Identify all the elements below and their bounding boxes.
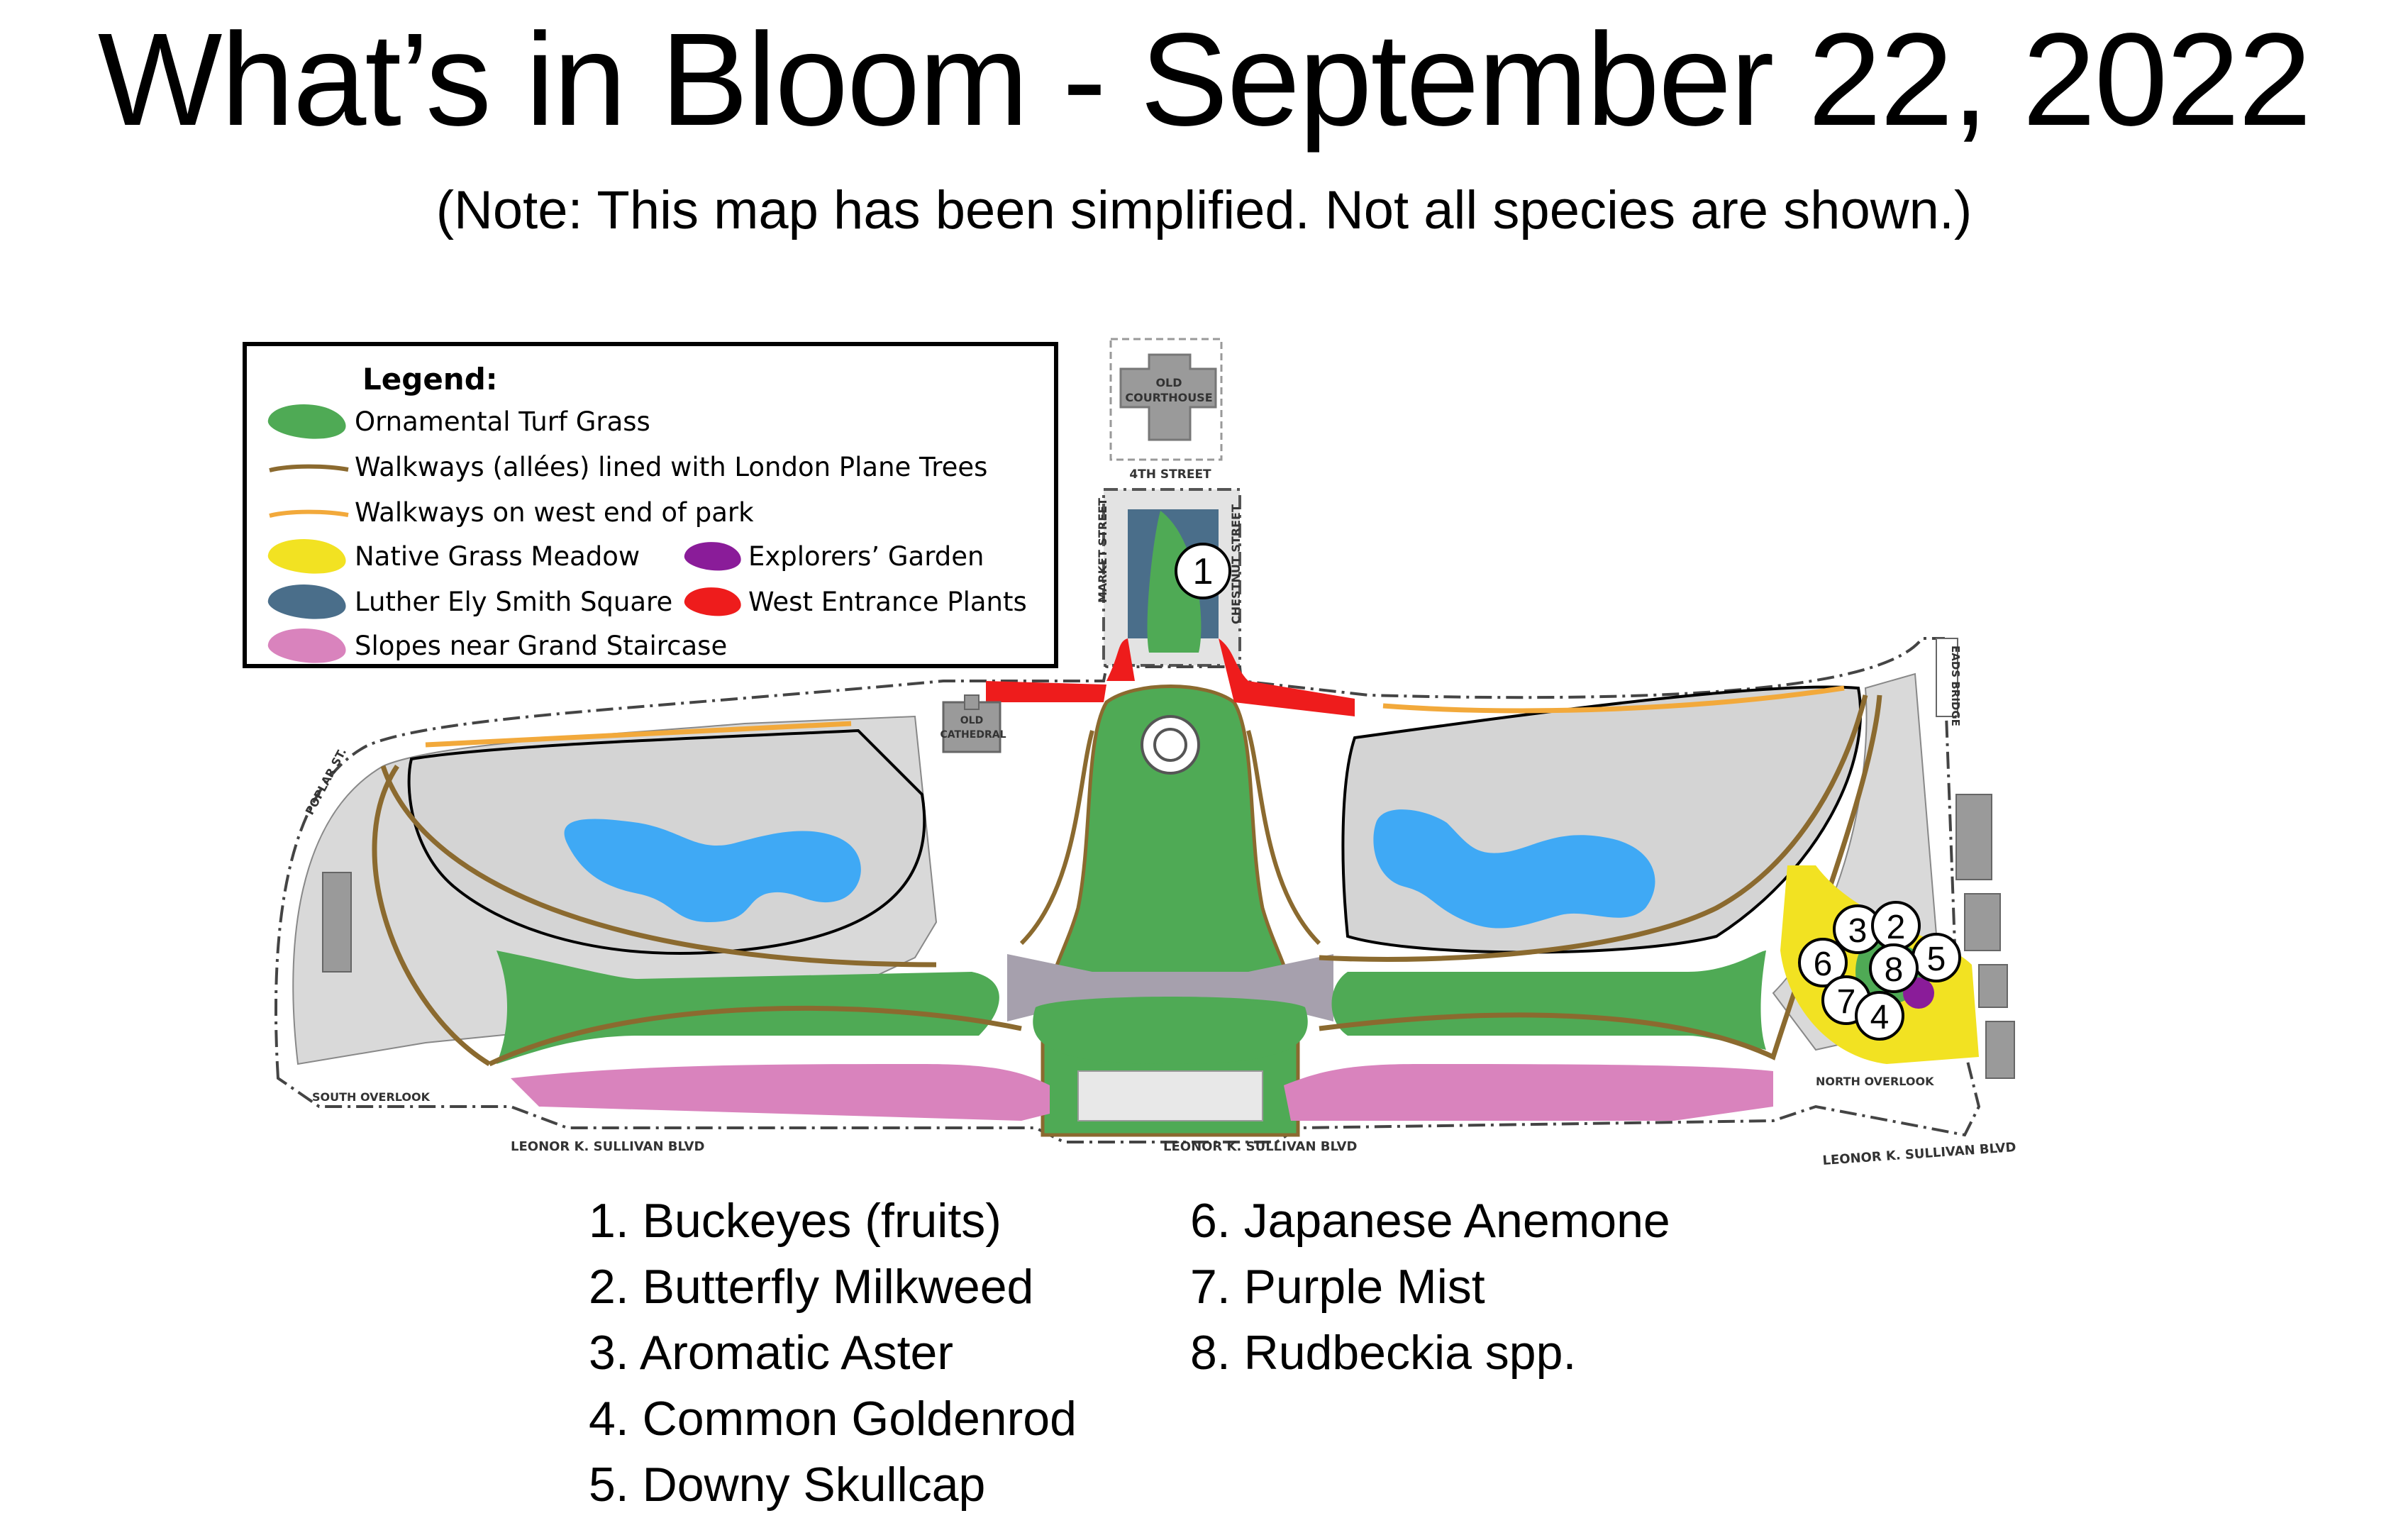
- species-item: 1. Buckeyes (fruits): [589, 1194, 1002, 1248]
- west-allee-north: [380, 765, 937, 968]
- market-street-label: MARKET STREET: [1096, 498, 1109, 603]
- legend-heading: Legend:: [362, 362, 498, 397]
- page-title: What’s in Bloom - September 22, 2022: [97, 6, 2312, 153]
- east-slope: [1284, 1064, 1773, 1121]
- old-courthouse-label: OLD: [1155, 376, 1182, 389]
- east-allee-north: [1319, 694, 1868, 962]
- legend-label: Walkways (allées) lined with London Plan…: [355, 451, 988, 482]
- legend-item-explorers: Explorers’ Garden: [655, 535, 984, 577]
- square-turf: [1147, 511, 1202, 653]
- legend-item-square: Luther Ely Smith Square: [261, 580, 672, 623]
- west-walkway-orange: [425, 721, 852, 748]
- west-entrance-plants-left: [986, 681, 1106, 702]
- legend-label: Walkways on west end of park: [355, 497, 754, 528]
- explorers-swatch: [683, 538, 743, 574]
- legend-item-allees: Walkways (allées) lined with London Plan…: [261, 445, 987, 488]
- turf-swatch: [266, 400, 348, 443]
- west-entrance-swatch: [683, 584, 743, 619]
- svg-text:6: 6: [1814, 946, 1833, 983]
- old-courthouse-label-2: COURTHOUSE: [1125, 391, 1212, 404]
- west-slope: [511, 1064, 1050, 1121]
- marker-3[interactable]: 3: [1833, 904, 1882, 954]
- east-pond: [1373, 809, 1655, 929]
- legend-label: Native Grass Meadow: [355, 541, 640, 572]
- legend-item-turf: Ornamental Turf Grass: [261, 400, 650, 443]
- old-cathedral-label-2: CATHEDRAL: [940, 729, 1006, 741]
- south-overlook-label: SOUTH OVERLOOK: [312, 1090, 431, 1104]
- svg-text:4: 4: [1870, 999, 1890, 1036]
- fourth-street-label: 4TH STREET: [1129, 467, 1211, 482]
- west-pond: [564, 819, 861, 922]
- svg-text:2: 2: [1887, 909, 1906, 946]
- meadow-swatch: [266, 535, 348, 577]
- map-legend: Legend: Ornamental Turf Grass Walkways (…: [243, 342, 1058, 668]
- marker-2[interactable]: 2: [1871, 901, 1921, 951]
- marker-6[interactable]: 6: [1798, 938, 1848, 987]
- old-cathedral-building: OLD CATHEDRAL: [940, 694, 1006, 753]
- legend-item-west-entrance: West Entrance Plants: [655, 580, 1027, 623]
- species-item: 7. Purple Mist: [1190, 1260, 1485, 1314]
- north-overlook-label: NORTH OVERLOOK: [1816, 1075, 1934, 1088]
- species-item: 2. Butterfly Milkweed: [589, 1260, 1034, 1314]
- marker-5[interactable]: 5: [1912, 933, 1961, 982]
- species-item: 3. Aromatic Aster: [589, 1326, 953, 1380]
- grand-staircase: [1007, 954, 1333, 1021]
- svg-text:7: 7: [1837, 983, 1856, 1021]
- old-cathedral-label: OLD: [960, 715, 983, 726]
- legend-label: Ornamental Turf Grass: [355, 406, 650, 437]
- species-item: 8. Rudbeckia spp.: [1190, 1326, 1577, 1380]
- legend-label: Slopes near Grand Staircase: [355, 630, 728, 661]
- eads-bridge-label: EADS BRIDGE: [1949, 646, 1962, 726]
- map-note: (Note: This map has been simplified. Not…: [435, 180, 1973, 240]
- svg-text:3: 3: [1848, 912, 1868, 950]
- lower-turf: [1033, 997, 1308, 1064]
- blvd-label-left: LEONOR K. SULLIVAN BLVD: [511, 1139, 704, 1154]
- svg-text:8: 8: [1885, 951, 1904, 989]
- species-item: 4. Common Goldenrod: [589, 1392, 1077, 1446]
- slopes-swatch: [266, 624, 348, 667]
- marker-8[interactable]: 8: [1869, 943, 1919, 993]
- marker-1[interactable]: 1: [1175, 543, 1231, 599]
- species-list-right: 6. Japanese Anemone 7. Purple Mist 8. Ru…: [1190, 1188, 1670, 1386]
- chestnut-street-label: CHESTNUT STREET: [1229, 504, 1243, 624]
- species-item: 6. Japanese Anemone: [1190, 1194, 1670, 1248]
- svg-text:5: 5: [1927, 941, 1946, 978]
- allee-swatch: [269, 464, 349, 472]
- svg-text:1: 1: [1193, 551, 1214, 592]
- west-walkway-swatch: [269, 509, 349, 518]
- legend-item-meadow: Native Grass Meadow: [261, 535, 640, 577]
- blvd-label-center: LEONOR K. SULLIVAN BLVD: [1163, 1139, 1357, 1154]
- legend-label: Explorers’ Garden: [748, 541, 984, 572]
- legend-item-west-walkways: Walkways on west end of park: [261, 491, 754, 533]
- east-walkway-orange: [1382, 685, 1845, 714]
- marker-4[interactable]: 4: [1855, 991, 1904, 1041]
- legend-label: West Entrance Plants: [748, 586, 1027, 617]
- old-courthouse-building: OLD COURTHOUSE: [1109, 338, 1223, 461]
- legend-item-slopes: Slopes near Grand Staircase: [261, 624, 727, 667]
- blvd-label-right: LEONOR K. SULLIVAN BLVD: [1822, 1140, 2016, 1168]
- legend-label: Luther Ely Smith Square: [355, 586, 673, 617]
- square-swatch: [266, 580, 348, 623]
- west-entrance-plants-right: [1219, 638, 1355, 716]
- species-item: 5. Downy Skullcap: [589, 1458, 986, 1512]
- species-list-left: 1. Buckeyes (fruits) 2. Butterfly Milkwe…: [589, 1188, 1077, 1518]
